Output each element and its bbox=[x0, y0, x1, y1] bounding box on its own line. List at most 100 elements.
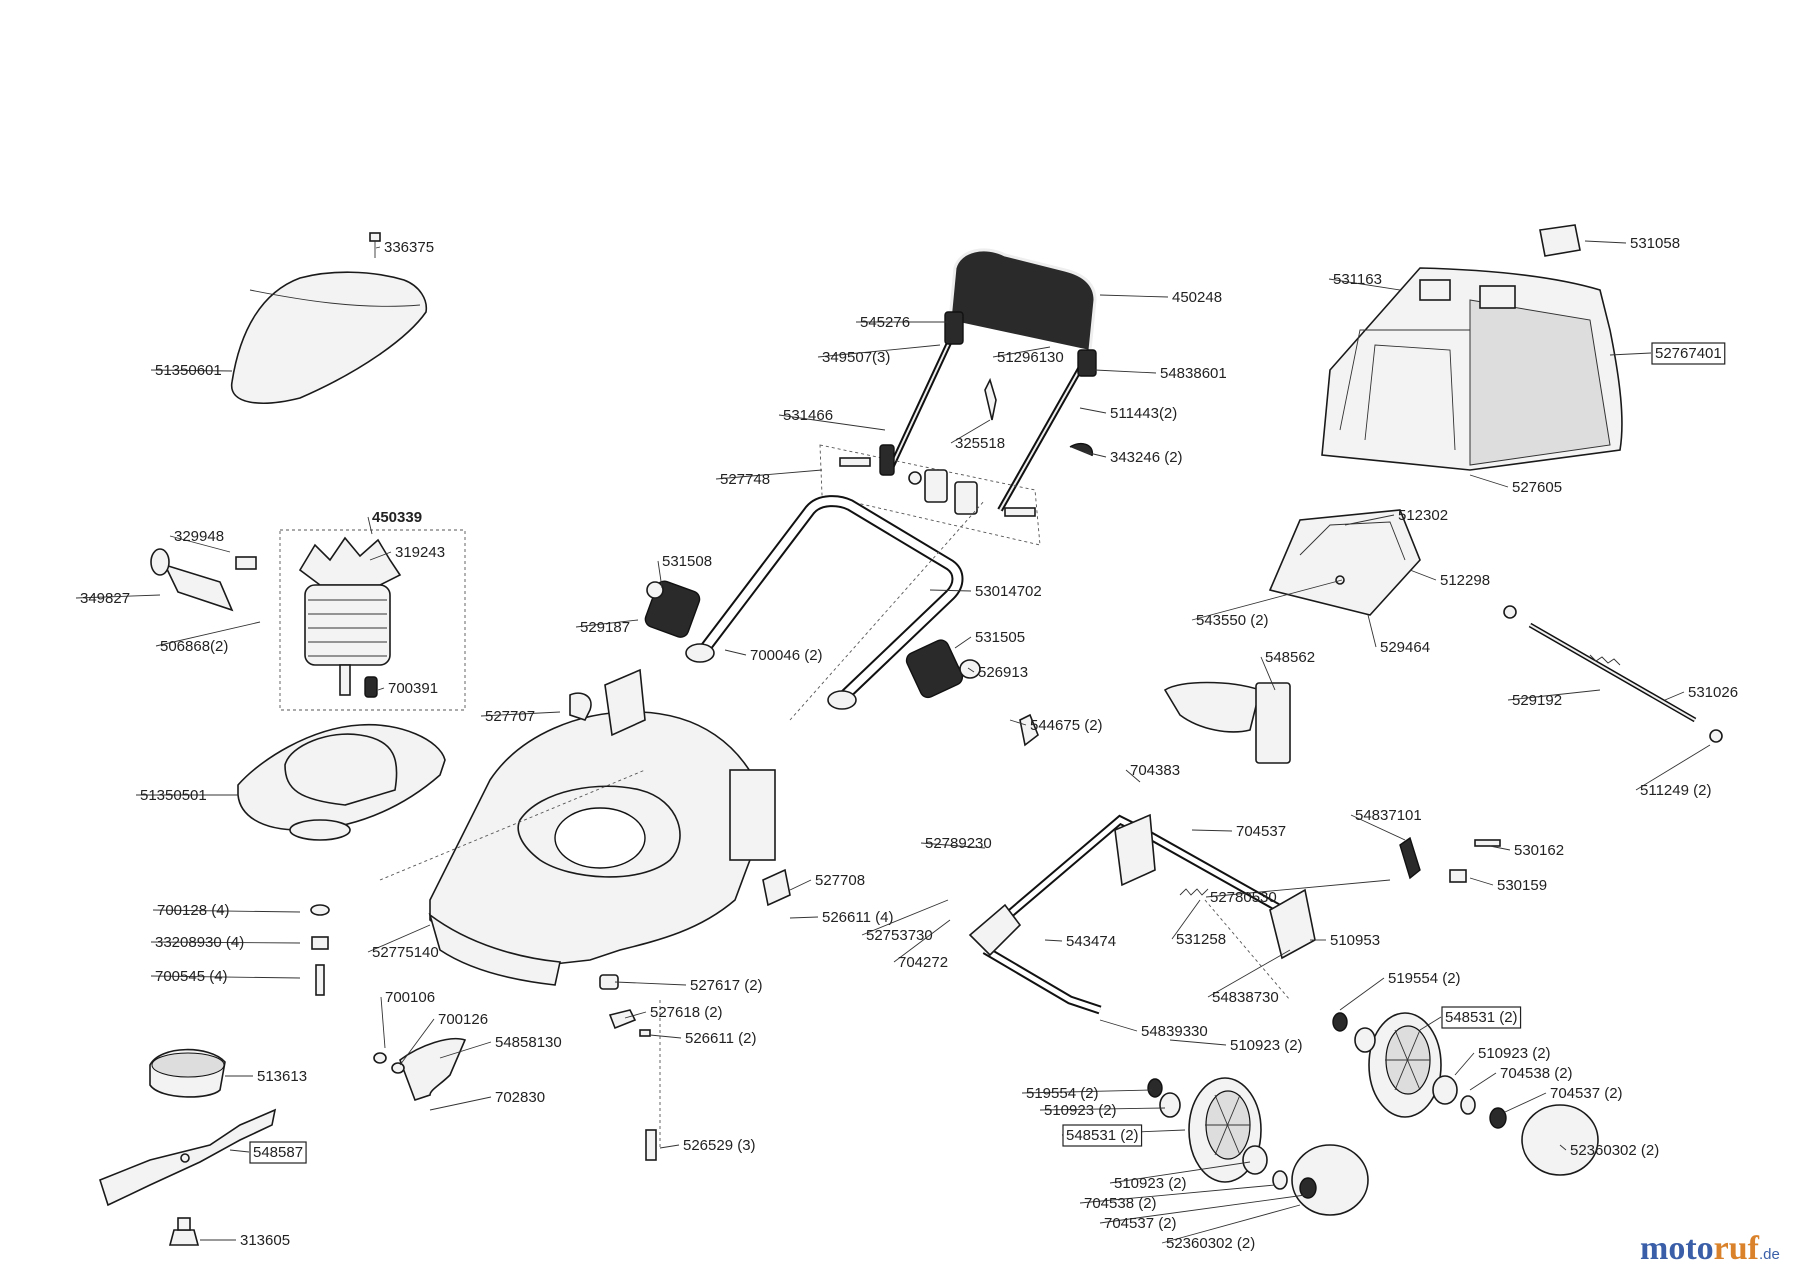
part-number: 527707 bbox=[485, 708, 535, 725]
part-number: 548587 bbox=[253, 1144, 303, 1161]
label-leader-line bbox=[1344, 514, 1395, 526]
label-leader-line bbox=[1191, 829, 1233, 832]
part-label: 52789230 bbox=[920, 835, 992, 852]
part-label: 54838730 bbox=[1207, 949, 1291, 1006]
part-label: 529464 bbox=[1367, 614, 1430, 656]
label-box bbox=[249, 1141, 307, 1164]
part-label: 313605 bbox=[200, 1232, 290, 1249]
label-leader-line bbox=[1469, 474, 1509, 488]
part-number: 543550 (2) bbox=[1196, 612, 1269, 629]
upper-handle bbox=[887, 248, 1097, 512]
label-leader-line bbox=[150, 975, 301, 979]
part-number: 548562 bbox=[1265, 649, 1315, 666]
part-label: 329948 bbox=[169, 528, 231, 553]
part-label: 548587 bbox=[229, 1141, 307, 1164]
label-leader-line bbox=[778, 414, 886, 431]
part-label: 526611 (2) bbox=[649, 1030, 756, 1047]
screw-336375 bbox=[369, 232, 381, 258]
part-number: 511443(2) bbox=[1110, 405, 1177, 422]
part-number: 545276 bbox=[860, 314, 910, 331]
part-label: 519554 (2) bbox=[1021, 1085, 1153, 1102]
part-number: 336375 bbox=[384, 239, 434, 256]
part-number: 527748 bbox=[720, 471, 770, 488]
part-label: 52775140 bbox=[367, 924, 439, 961]
part-number: 702830 bbox=[495, 1089, 545, 1106]
part-number: 519554 (2) bbox=[1026, 1085, 1099, 1102]
assembly-guide-lines bbox=[379, 499, 1291, 1150]
part-label: 527748 bbox=[715, 469, 823, 488]
part-number: 52780530 bbox=[1210, 889, 1277, 906]
label-leader-line bbox=[1469, 1072, 1497, 1091]
label-leader-line bbox=[1419, 1016, 1442, 1031]
label-leader-line bbox=[375, 246, 381, 249]
part-number: 52775140 bbox=[372, 944, 439, 961]
part-number: 511249 (2) bbox=[1640, 782, 1711, 799]
part-label: 510923 (2) bbox=[1109, 1161, 1251, 1192]
part-label: 54839330 bbox=[1099, 1019, 1208, 1040]
part-label: 700046 (2) bbox=[724, 647, 823, 664]
part-number: 704537 bbox=[1236, 823, 1286, 840]
part-number: 325518 bbox=[955, 435, 1005, 452]
label-leader-line bbox=[1161, 1204, 1301, 1244]
part-label: 510923 (2) bbox=[1039, 1102, 1166, 1119]
label-leader-line bbox=[439, 1041, 492, 1059]
handle-knob-right bbox=[905, 639, 1039, 747]
part-label: 700126 bbox=[399, 1011, 488, 1066]
part-number: 543474 bbox=[1066, 933, 1116, 950]
front-height-adjust-frame bbox=[968, 813, 1316, 1015]
label-leader-line bbox=[1079, 1184, 1276, 1204]
clip-527708 bbox=[762, 868, 791, 907]
label-leader-line bbox=[399, 1018, 435, 1066]
part-label: 543550 (2) bbox=[1191, 579, 1343, 629]
part-number: 52789230 bbox=[925, 835, 992, 852]
label-leader-line bbox=[1350, 814, 1406, 841]
part-label: 700545 (4) bbox=[150, 968, 301, 985]
part-number: 526913 bbox=[978, 664, 1028, 681]
label-leader-line bbox=[893, 919, 951, 963]
label-leader-line bbox=[967, 667, 975, 673]
part-number: 704538 (2) bbox=[1084, 1195, 1157, 1212]
part-label: 548562 bbox=[1260, 649, 1315, 691]
label-leader-line bbox=[150, 369, 233, 372]
part-label: 33208930 (4) bbox=[150, 934, 301, 951]
part-label: 52767401 bbox=[1609, 342, 1726, 365]
label-leader-line bbox=[377, 687, 385, 691]
part-label: 526611 (4) bbox=[789, 909, 893, 926]
part-label: 51350601 bbox=[150, 362, 233, 379]
label-leader-line bbox=[1584, 240, 1627, 244]
part-label: 450339 bbox=[367, 509, 422, 535]
part-label: 704538 (2) bbox=[1079, 1184, 1276, 1212]
part-label: 519554 (2) bbox=[1339, 970, 1461, 1011]
part-number: 450248 bbox=[1172, 289, 1222, 306]
part-label: 325518 bbox=[950, 419, 1005, 452]
label-leader-line bbox=[1339, 977, 1385, 1011]
motor-cover bbox=[231, 271, 428, 404]
part-number: 526611 (2) bbox=[685, 1030, 756, 1047]
label-leader-line bbox=[1191, 579, 1343, 621]
part-number: 704537 (2) bbox=[1550, 1085, 1623, 1102]
brand-logo-part3: .de bbox=[1758, 1246, 1780, 1263]
part-label: 704537 (2) bbox=[1504, 1085, 1623, 1113]
part-label: 527605 bbox=[1469, 474, 1562, 496]
label-leader-line bbox=[380, 996, 386, 1049]
label-leader-line bbox=[152, 909, 301, 913]
label-leader-line bbox=[789, 879, 812, 891]
label-leader-line bbox=[1169, 1039, 1227, 1046]
part-number: 531026 bbox=[1688, 684, 1738, 701]
label-leader-line bbox=[929, 589, 972, 592]
label-leader-line bbox=[1507, 689, 1601, 701]
part-label: 54858130 bbox=[439, 1034, 562, 1059]
part-number: 510923 (2) bbox=[1044, 1102, 1117, 1119]
part-label: 513613 bbox=[225, 1068, 307, 1085]
part-label: 700128 (4) bbox=[152, 902, 301, 919]
part-label: 526529 (3) bbox=[659, 1137, 756, 1154]
label-leader-line bbox=[1094, 369, 1157, 374]
label-leader-line bbox=[1125, 769, 1141, 783]
label-leader-line bbox=[155, 621, 261, 647]
part-label: 349827 bbox=[75, 590, 161, 607]
part-label: 51296130 bbox=[992, 346, 1064, 366]
part-label: 704538 (2) bbox=[1469, 1065, 1573, 1091]
part-number: 531466 bbox=[783, 407, 833, 424]
